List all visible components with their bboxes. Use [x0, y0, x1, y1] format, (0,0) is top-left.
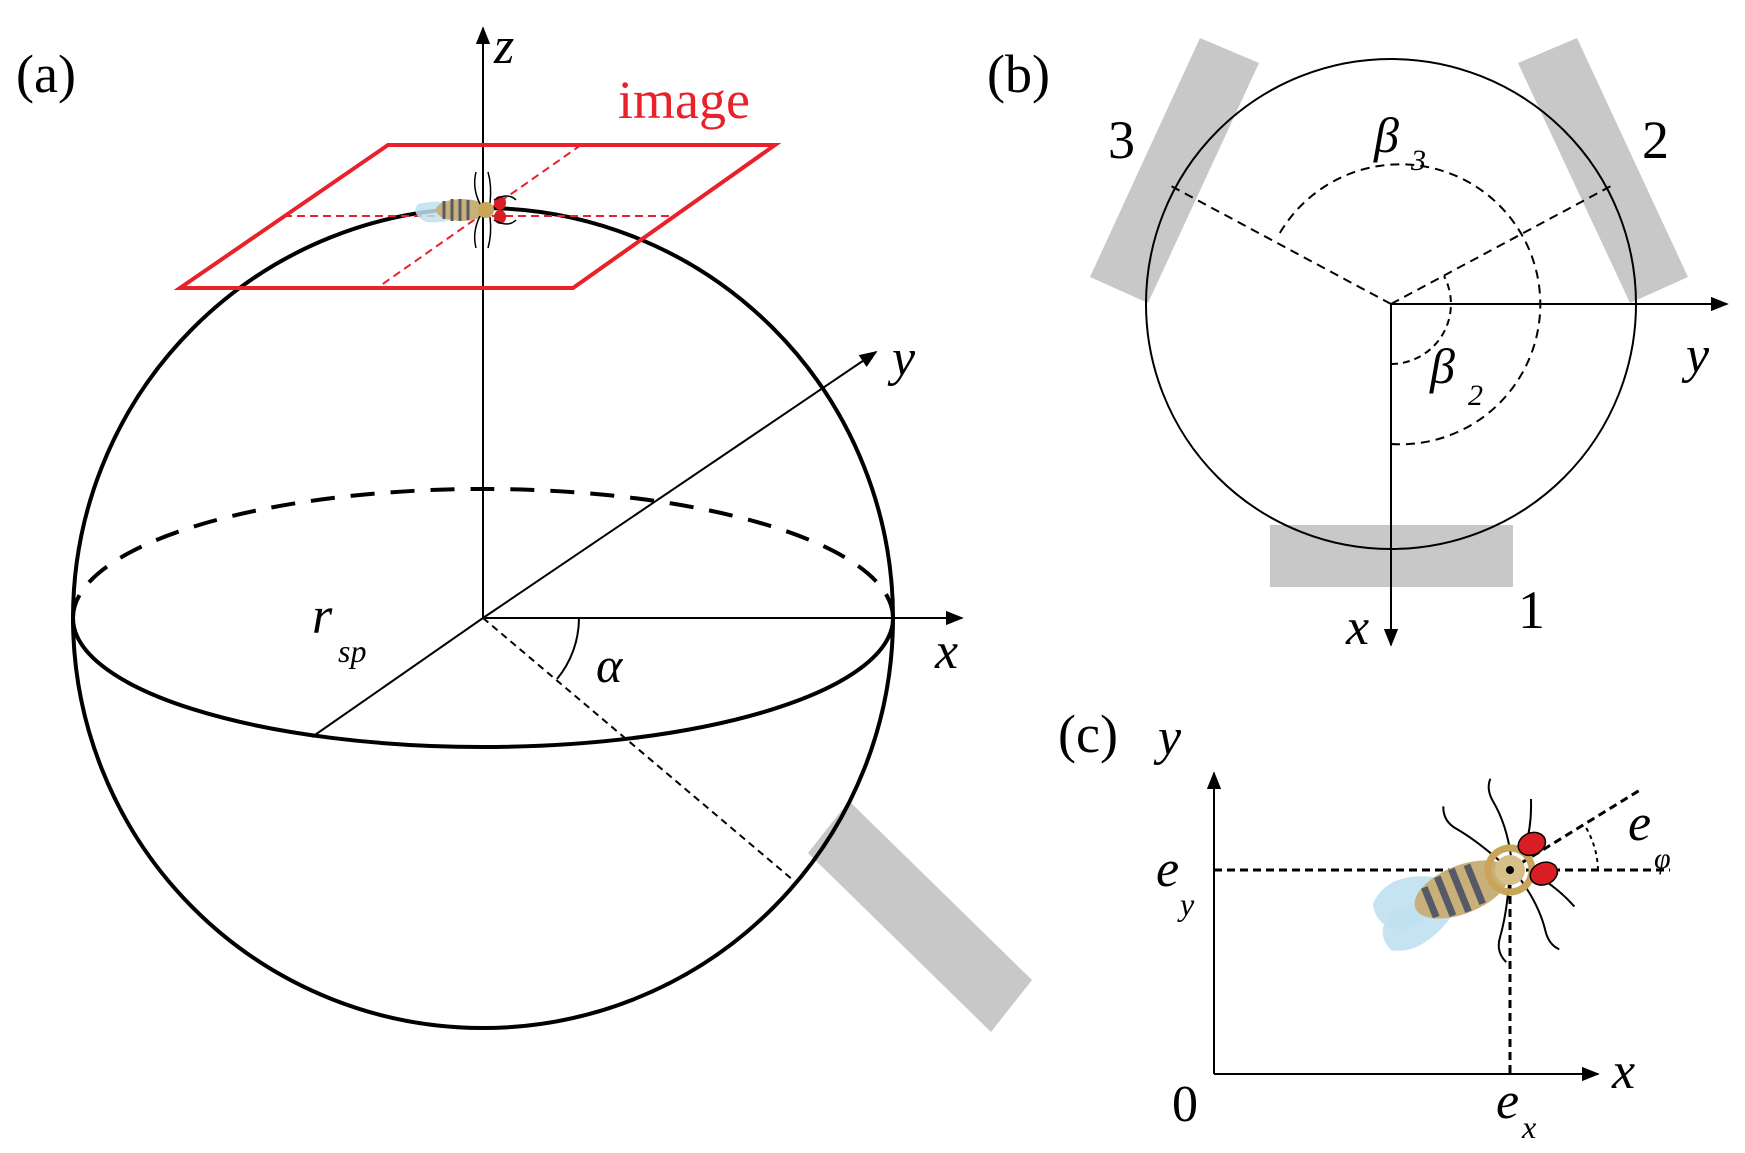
radius-label-base: r — [312, 588, 333, 645]
panel-b: (b) 3 2 1 β 3 β 2 y x — [987, 38, 1729, 656]
alpha-arc — [556, 617, 580, 680]
support-direction-line — [482, 617, 794, 881]
sphere-equator-front — [71, 617, 895, 749]
c-x-axis-label: x — [1611, 1043, 1635, 1100]
image-plane — [173, 143, 782, 290]
z-axis-label: z — [493, 18, 514, 75]
ex-label-base: e — [1496, 1073, 1519, 1130]
c-y-axis-label: y — [1153, 709, 1182, 766]
panel-c: (c) y x 0 e y e x e φ — [1058, 704, 1671, 1145]
support-2-direction — [1390, 185, 1612, 305]
radius-label-sub: sp — [338, 633, 366, 669]
beta3-label-sub: 3 — [1410, 144, 1426, 177]
ephi-label: e φ — [1628, 795, 1671, 875]
support-3-label: 3 — [1108, 110, 1135, 170]
beta2-label: β 2 — [1429, 338, 1483, 412]
ex-label-sub: x — [1521, 1109, 1536, 1145]
image-label: image — [618, 70, 750, 130]
beta2-label-base: β — [1429, 338, 1455, 394]
ephi-arc — [1584, 825, 1599, 871]
beta2-label-sub: 2 — [1468, 379, 1483, 412]
radius-label: r sp — [312, 588, 366, 669]
support-3 — [1090, 38, 1259, 303]
y-axis — [482, 350, 878, 619]
c-origin-label: 0 — [1172, 1076, 1198, 1133]
beta2-arc — [1390, 275, 1452, 365]
panel-a: (a) image z y x r sp α — [16, 18, 1032, 1032]
support-1-label: 1 — [1518, 580, 1545, 640]
support-rod — [808, 801, 1032, 1032]
alpha-label: α — [596, 637, 624, 693]
b-y-axis-label: y — [1681, 327, 1710, 384]
radius-line — [311, 617, 484, 738]
panel-a-label: (a) — [16, 44, 76, 104]
fly-icon-small — [415, 171, 517, 249]
y-axis-label: y — [887, 330, 916, 387]
b-x-axis-label: x — [1345, 599, 1369, 656]
ey-label: e y — [1156, 841, 1195, 922]
support-2 — [1518, 38, 1688, 303]
beta3-label: β 3 — [1373, 107, 1426, 177]
ey-label-sub: y — [1177, 886, 1195, 922]
beta3-label-base: β — [1373, 107, 1399, 163]
panel-c-label: (c) — [1058, 704, 1118, 764]
x-axis-label: x — [934, 623, 958, 680]
beta3-arc — [1276, 163, 1542, 446]
ephi-label-sub: φ — [1654, 842, 1671, 875]
support-2-label: 2 — [1642, 110, 1669, 170]
ey-label-base: e — [1156, 841, 1179, 898]
ephi-label-base: e — [1628, 795, 1651, 852]
ex-label: e x — [1496, 1073, 1536, 1145]
support-3-direction — [1170, 185, 1392, 305]
fly-icon — [1372, 778, 1576, 963]
panel-b-label: (b) — [987, 44, 1050, 104]
